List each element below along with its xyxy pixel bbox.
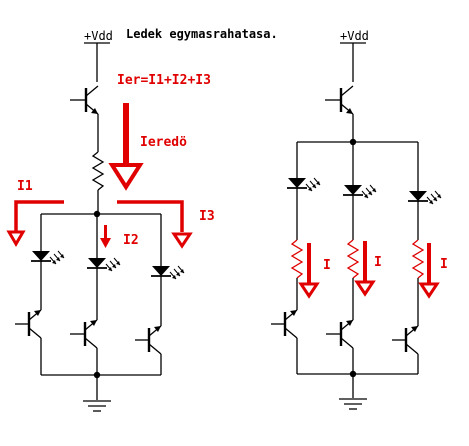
resistor-icon <box>290 239 304 279</box>
led-icon <box>30 250 65 265</box>
ground-icon <box>338 398 368 410</box>
current-arrow-icon <box>100 225 111 248</box>
current-arrow-icon <box>298 243 320 299</box>
left-total-current-label: Ieredö <box>140 135 187 150</box>
right-branch-label-2: I <box>374 255 382 270</box>
right-supply-label: +Vdd <box>340 29 369 43</box>
led-icon <box>407 190 442 205</box>
right-branch-label-1: I <box>323 258 331 273</box>
transistor-icon <box>273 308 299 340</box>
led-icon <box>286 177 321 192</box>
left-branch-label-1: I1 <box>17 179 33 194</box>
left-circuit: +Vdd <box>6 29 215 412</box>
current-arrow-icon <box>354 241 376 297</box>
transistor-icon <box>329 318 355 350</box>
right-circuit: +Vdd <box>271 29 448 410</box>
diagram-title: Ledek egymasrahatasa. <box>126 27 278 41</box>
resistor-icon <box>346 239 360 279</box>
current-arrow-icon <box>418 243 440 299</box>
left-branch-label-3: I3 <box>199 209 215 224</box>
led-icon <box>342 184 377 199</box>
transistor-icon <box>394 324 420 356</box>
current-arrow-icon <box>117 200 193 249</box>
transistor-icon <box>73 318 99 350</box>
left-current-formula: Ier=I1+I2+I3 <box>117 73 211 88</box>
right-branch-label-3: I <box>440 257 448 272</box>
resistor-icon <box>91 151 105 191</box>
transistor-icon <box>137 324 163 356</box>
led-icon <box>150 265 185 280</box>
resistor-icon <box>411 239 425 279</box>
ground-icon <box>82 400 112 412</box>
transistor-icon <box>74 84 100 116</box>
left-branch-label-2: I2 <box>123 233 139 248</box>
current-arrow-icon <box>108 103 144 191</box>
transistor-icon <box>329 84 355 116</box>
current-arrow-icon <box>6 200 64 247</box>
led-icon <box>86 257 121 272</box>
transistor-icon <box>17 308 43 340</box>
left-supply-label: +Vdd <box>84 29 113 43</box>
